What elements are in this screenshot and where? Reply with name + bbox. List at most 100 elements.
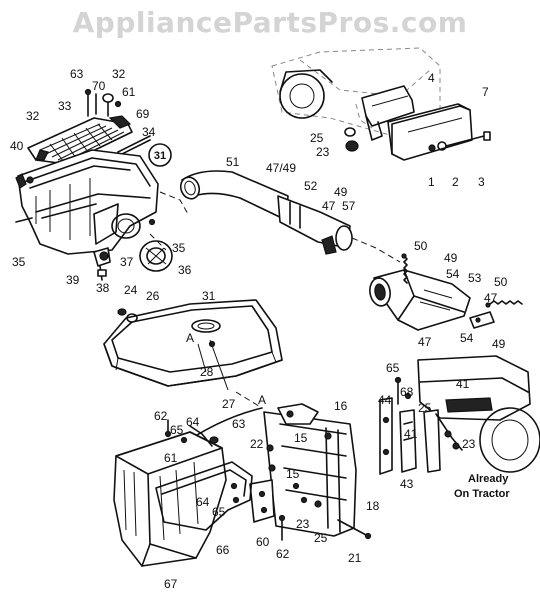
part-label-65c: 65 — [212, 505, 226, 519]
chute-housing-40 — [15, 149, 159, 255]
bracket-41 — [399, 409, 417, 473]
part-label-32a: 32 — [112, 67, 126, 81]
part-label-18: 18 — [366, 499, 380, 513]
part-label-15a: 15 — [294, 431, 308, 445]
rod-21 — [337, 519, 372, 540]
part-label-25b: 25 — [418, 401, 432, 415]
spring-50b — [485, 300, 523, 308]
part-label-15b: 15 — [286, 467, 300, 481]
part-label-4: 4 — [428, 71, 435, 85]
part-label-33: 33 — [58, 99, 72, 113]
part-label-7: 7 — [482, 85, 489, 99]
washer-23 — [300, 496, 308, 504]
connector-53 — [369, 269, 471, 331]
watermark: AppliancePartsPros.com — [73, 6, 468, 39]
part-label-50b: 50 — [494, 275, 508, 289]
part-label-25a: 25 — [310, 131, 324, 145]
part-label-64a: 64 — [186, 415, 200, 429]
frame-16-18 — [263, 403, 357, 537]
callout-31-text: 31 — [154, 150, 166, 162]
part-label-47c: 47 — [418, 335, 432, 349]
part-label-A1: A — [186, 331, 194, 345]
part-label-24: 24 — [124, 283, 138, 297]
lid-31 — [103, 299, 283, 387]
part-label-23a: 23 — [316, 145, 330, 159]
part-label-34: 34 — [142, 125, 156, 139]
part-label-35a: 35 — [12, 255, 26, 269]
part-label-68: 68 — [400, 385, 414, 399]
part-label-65a: 65 — [386, 361, 400, 375]
part-label-63b: 63 — [232, 417, 246, 431]
part-label-27: 27 — [222, 397, 236, 411]
part-label-54b: 54 — [460, 331, 474, 345]
part-label-47b: 47 — [484, 291, 498, 305]
weight-7 — [387, 103, 473, 161]
tractor-body — [271, 47, 441, 139]
part-label-61a: 61 — [122, 85, 136, 99]
part-label-22: 22 — [250, 437, 264, 451]
part-label-63: 63 — [70, 67, 84, 81]
part-label-3: 3 — [478, 175, 485, 189]
bracket-4 — [361, 85, 415, 141]
hardware-62-64-65 — [164, 419, 219, 447]
part-label-32b: 32 — [26, 109, 40, 123]
part-label-41b: 41 — [404, 427, 418, 441]
part-label-41: 41 — [456, 377, 470, 391]
callout-31: 31 — [148, 143, 172, 167]
rod-34 — [117, 135, 151, 157]
note-already: Already — [468, 473, 509, 485]
disc-36 — [139, 240, 173, 272]
bag-67 — [113, 431, 227, 567]
nut-15 — [292, 482, 300, 490]
part-label-50a: 50 — [414, 239, 428, 253]
bracket-44 — [379, 397, 393, 475]
part-label-16: 16 — [334, 399, 348, 413]
clip-54 — [469, 311, 495, 329]
part-label-49b: 49 — [444, 251, 458, 265]
latch-37-38 — [93, 247, 111, 281]
part-label-A2: A — [258, 393, 266, 407]
part-label-23c: 23 — [296, 517, 310, 531]
part-label-31: 31 — [202, 289, 216, 303]
hardware-24-26 — [117, 308, 138, 323]
part-label-54a: 54 — [446, 267, 460, 281]
bracket-25-on-tractor — [423, 409, 463, 473]
part-label-44: 44 — [378, 393, 392, 407]
part-label-67: 67 — [164, 577, 178, 591]
part-label-1: 1 — [428, 175, 435, 189]
part-label-53: 53 — [468, 271, 482, 285]
part-label-36: 36 — [178, 263, 192, 277]
tractor-rear — [417, 355, 540, 473]
frame-66 — [155, 461, 253, 531]
part-label-51: 51 — [226, 155, 240, 169]
part-label-4749a: 47/49 — [266, 161, 296, 175]
tube-52 — [277, 195, 353, 255]
hardware-25-23-top — [344, 127, 359, 152]
part-label-28: 28 — [200, 365, 214, 379]
part-label-70: 70 — [92, 79, 106, 93]
part-label-69: 69 — [136, 107, 150, 121]
screen-33 — [27, 115, 133, 165]
part-label-40: 40 — [10, 139, 24, 153]
part-label-60: 60 — [256, 535, 270, 549]
part-label-64b: 64 — [196, 495, 210, 509]
part-label-66: 66 — [216, 543, 230, 557]
part-label-23b: 23 — [462, 437, 476, 451]
part-label-52: 52 — [304, 179, 318, 193]
part-label-25c: 25 — [314, 531, 328, 545]
part-label-62a: 62 — [154, 409, 168, 423]
part-label-2: 2 — [452, 175, 459, 189]
part-label-38: 38 — [96, 281, 110, 295]
plate-60 — [249, 479, 275, 523]
part-label-35b: 35 — [172, 241, 186, 255]
part-label-26: 26 — [146, 289, 160, 303]
part-label-21: 21 — [348, 551, 362, 565]
part-label-43: 43 — [400, 477, 414, 491]
part-label-47a: 47 — [322, 199, 336, 213]
part-label-57: 57 — [342, 199, 356, 213]
part-label-65b: 65 — [170, 423, 184, 437]
part-label-49c: 49 — [492, 337, 506, 351]
